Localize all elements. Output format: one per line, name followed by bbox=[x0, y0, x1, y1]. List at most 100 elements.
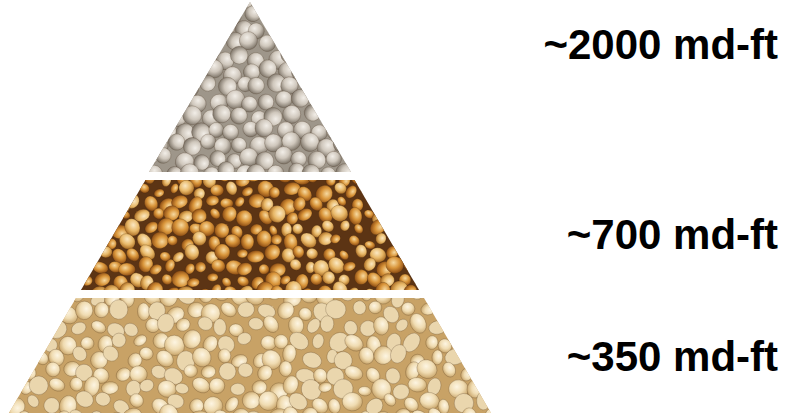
grain bbox=[143, 3, 161, 21]
grain bbox=[163, 15, 188, 40]
grain bbox=[361, 37, 381, 57]
grain bbox=[446, 413, 463, 415]
grain bbox=[230, 383, 245, 395]
grain bbox=[99, 198, 113, 214]
grain bbox=[0, 316, 20, 339]
grain bbox=[129, 105, 154, 130]
grain bbox=[452, 305, 471, 324]
grain bbox=[218, 169, 232, 182]
grain bbox=[140, 33, 161, 54]
grain bbox=[139, 64, 160, 85]
grain bbox=[347, 46, 370, 69]
grain bbox=[332, 0, 354, 9]
grain bbox=[267, 288, 282, 300]
grain bbox=[81, 218, 98, 235]
grain bbox=[479, 376, 503, 400]
grain bbox=[0, 409, 17, 415]
grain bbox=[147, 53, 162, 68]
grain bbox=[345, 116, 366, 137]
grain bbox=[234, 173, 251, 188]
grain bbox=[325, 33, 347, 55]
grain bbox=[210, 258, 227, 274]
grain bbox=[194, 15, 217, 38]
grain bbox=[409, 407, 430, 415]
grain bbox=[384, 255, 405, 275]
grain bbox=[75, 212, 89, 225]
grain bbox=[88, 409, 105, 415]
grain bbox=[423, 171, 441, 190]
grain bbox=[83, 167, 102, 186]
grain bbox=[279, 361, 292, 377]
grain bbox=[248, 317, 265, 331]
grain bbox=[209, 283, 223, 298]
grain bbox=[243, 4, 262, 23]
grain bbox=[360, 148, 378, 166]
grain bbox=[255, 363, 275, 384]
grain bbox=[368, 300, 383, 314]
grain bbox=[354, 243, 368, 259]
grain bbox=[120, 406, 143, 415]
grain bbox=[63, 245, 84, 267]
grain bbox=[291, 4, 314, 27]
grain bbox=[150, 4, 173, 27]
grain bbox=[178, 179, 195, 196]
grain bbox=[414, 275, 424, 286]
grain bbox=[490, 333, 505, 347]
grain bbox=[359, 411, 371, 415]
grain bbox=[199, 74, 217, 92]
grain bbox=[224, 180, 239, 197]
grain bbox=[218, 348, 232, 363]
grain bbox=[236, 300, 256, 319]
grain bbox=[475, 389, 492, 410]
grain bbox=[280, 0, 305, 14]
grain bbox=[340, 1, 362, 23]
grain bbox=[330, 279, 350, 301]
grain bbox=[52, 286, 73, 307]
grain bbox=[500, 379, 520, 401]
grain bbox=[236, 331, 253, 346]
grain bbox=[320, 315, 335, 333]
grain bbox=[44, 360, 62, 378]
grain bbox=[278, 4, 296, 22]
grain bbox=[419, 300, 439, 316]
grain bbox=[236, 361, 254, 378]
grain bbox=[343, 183, 359, 200]
grain bbox=[228, 405, 254, 415]
grain bbox=[288, 257, 304, 272]
grain bbox=[55, 286, 74, 305]
grain bbox=[366, 171, 380, 186]
grain bbox=[160, 173, 172, 188]
grain bbox=[395, 224, 411, 239]
grain bbox=[484, 406, 504, 415]
grain bbox=[388, 342, 410, 366]
grain bbox=[171, 0, 197, 26]
grain bbox=[379, 197, 399, 217]
grain bbox=[312, 67, 329, 84]
grain bbox=[172, 62, 192, 82]
grain bbox=[468, 285, 484, 305]
grain bbox=[398, 170, 410, 187]
grain bbox=[100, 343, 122, 364]
grain bbox=[28, 412, 47, 415]
grain bbox=[200, 364, 217, 379]
grain bbox=[46, 272, 69, 295]
grain bbox=[12, 313, 35, 333]
grain bbox=[308, 86, 332, 110]
grain bbox=[186, 277, 200, 287]
grain bbox=[364, 7, 382, 25]
grain bbox=[61, 194, 84, 216]
grain bbox=[440, 360, 458, 379]
grain bbox=[133, 161, 151, 179]
grain bbox=[310, 4, 333, 27]
grain bbox=[449, 285, 469, 303]
grain bbox=[69, 320, 88, 337]
grain bbox=[200, 134, 216, 150]
grain bbox=[285, 281, 302, 299]
grain bbox=[260, 313, 281, 335]
grain bbox=[66, 407, 85, 415]
grain bbox=[322, 271, 335, 284]
grain bbox=[306, 171, 320, 184]
grain bbox=[174, 382, 189, 395]
permeability-label: ~2000 md-ft bbox=[543, 24, 778, 66]
